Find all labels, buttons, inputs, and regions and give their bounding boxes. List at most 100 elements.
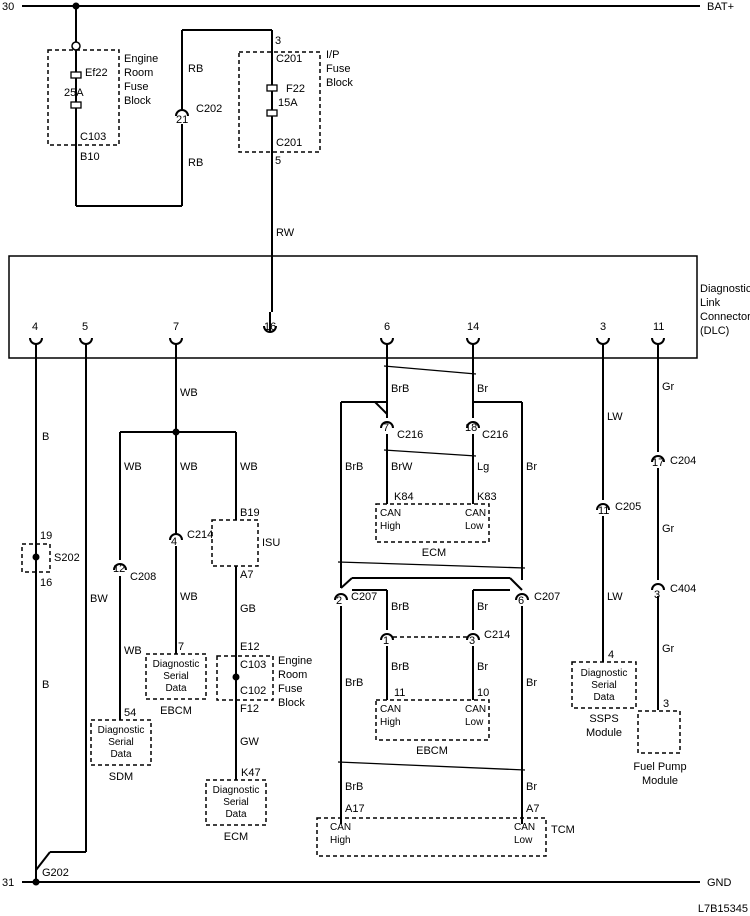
ssps-data-2: Serial: [591, 680, 617, 691]
dlc-pin-4: 4: [29, 321, 43, 345]
ebcm-can-high-2: High: [380, 717, 401, 728]
dlc-pin-16: 16: [263, 312, 277, 333]
ecm-can-high-2: High: [380, 521, 401, 532]
connector-c102: C102: [240, 685, 266, 697]
sdm-data-3: Data: [110, 749, 132, 760]
dlc-title-2: Link: [700, 297, 721, 309]
module-ebcm-left: EBCM: [160, 705, 192, 717]
pin-6-c207: 6: [518, 595, 524, 607]
ecm-can-low-2: Low: [465, 521, 484, 532]
pin-3-c214: 3: [469, 635, 475, 647]
engine-fuse-block-title-2: Room: [124, 67, 153, 79]
wire-wb-ebcm: WB: [180, 591, 198, 603]
module-ssps-2: Module: [586, 727, 622, 739]
ebcm-branch: 4 C214 WB 7 Diagnostic Serial Data EBCM: [145, 529, 213, 717]
connector-c207-left: C207: [351, 591, 377, 603]
connector-c103: C103: [240, 659, 266, 671]
pin-11-ebcm: 11: [394, 687, 405, 699]
connector-c201-top: C201: [276, 53, 302, 65]
fuse-f22-label: F22: [286, 83, 305, 95]
connector-c404: C404: [670, 583, 696, 595]
pin-a17: A17: [345, 803, 365, 815]
tcm-can-low-2: Low: [514, 835, 533, 846]
pin-a7-isu: A7: [240, 569, 253, 581]
dlc-pin-11: 11: [651, 321, 665, 345]
ip-fuse-block: 3 C201 F22 15A C201 5 I/P Fuse Block RW: [238, 30, 353, 312]
connector-c207-right: C207: [534, 591, 560, 603]
dlc-title-3: Connector: [700, 311, 750, 323]
ebcm-data-3: Data: [165, 683, 187, 694]
pin-12: 12: [113, 563, 125, 575]
module-ssps-1: SSPS: [589, 713, 618, 725]
ssps-data-3: Data: [593, 692, 615, 703]
wire-wb-main: WB: [180, 387, 198, 399]
wire-b-lower: B: [42, 679, 49, 691]
module-ecm-upper: ECM: [422, 547, 446, 559]
pin-k83: K83: [477, 491, 497, 503]
wire-brb-tcm: BrB: [345, 781, 363, 793]
module-isu: ISU: [262, 537, 280, 549]
dlc-pin-3: 3: [596, 321, 610, 345]
dlc: Diagnostic Link Connector (DLC) 4 5 7 16…: [8, 255, 750, 359]
svg-text:6: 6: [384, 321, 390, 333]
pin-54: 54: [124, 707, 136, 719]
module-fuel-pump-2: Module: [642, 775, 678, 787]
wire-gr-lower: Gr: [662, 643, 675, 655]
wire-br-inner: Br: [477, 601, 488, 613]
pin-18-c216: 18: [465, 422, 477, 434]
svg-text:3: 3: [600, 321, 606, 333]
gnd-rail: 31 GND: [2, 877, 732, 889]
module-fuel-pump-1: Fuel Pump: [633, 761, 686, 773]
pin-19: 19: [40, 530, 52, 542]
ebcm-data-2: Serial: [163, 671, 189, 682]
wire-rw: RW: [276, 227, 295, 239]
engine-room-fuse-label-1: Engine: [278, 655, 312, 667]
fuse-ef22-rating: 25A: [64, 87, 84, 99]
pin-16-s202: 16: [40, 577, 52, 589]
wire-gr-upper: Gr: [662, 381, 675, 393]
engine-fuse-block-title-1: Engine: [124, 53, 158, 65]
dlc-pin-14: 14: [466, 321, 480, 345]
ebcm-data-1: Diagnostic: [153, 659, 200, 670]
wire-brw: BrW: [391, 461, 413, 473]
fuse-f22-rating: 15A: [278, 97, 298, 109]
wire-wb-sdm: WB: [124, 645, 142, 657]
ecm-can-high-1: CAN: [380, 508, 401, 519]
ip-fuse-block-title-2: Fuse: [326, 63, 350, 75]
wire-br-ebcm: Br: [477, 661, 488, 673]
wire-gw: GW: [240, 736, 260, 748]
dlc-pin-6: 6: [380, 321, 394, 345]
pin-k47: K47: [241, 767, 261, 779]
wire-brb-outer: BrB: [345, 461, 363, 473]
ip-fuse-block-title-1: I/P: [326, 49, 339, 61]
pin-3-c404: 3: [654, 589, 660, 601]
pin-e12: E12: [240, 641, 260, 653]
pin-2-c207: 2: [336, 595, 342, 607]
wire-rb-bottom: RB: [188, 157, 203, 169]
sdm-data-1: Diagnostic: [98, 725, 145, 736]
wire-br-tcm: Br: [526, 781, 537, 793]
wire-bw: BW: [90, 593, 108, 605]
splice-s202: S202: [54, 552, 80, 564]
wire-brb-inner: BrB: [391, 601, 409, 613]
gnd-rail-number: 31: [2, 877, 14, 889]
ground-g202: G202: [42, 867, 69, 879]
pin-21: 21: [176, 114, 188, 126]
wire-br-outer: Br: [526, 461, 537, 473]
dlc-pin-7: 7: [169, 321, 183, 345]
ground-wire-b: B 19 16 S202 B G202: [21, 344, 80, 886]
pin-4-ssps: 4: [608, 649, 614, 661]
fuel-pump-branch: Gr 17 C204 Gr 3 C404 Gr 3 Fuel Pump Modu…: [633, 344, 696, 787]
connector-c208: C208: [130, 571, 156, 583]
wire-b-upper: B: [42, 431, 49, 443]
rb-wire-c202: RB RB 21 C202: [76, 29, 272, 207]
wire-wb-left: WB: [124, 461, 142, 473]
engine-room-fuse-label-2: Room: [278, 669, 307, 681]
bat-rail-number: 30: [2, 1, 14, 13]
pin-3-fuel-pump: 3: [663, 698, 669, 710]
ebcm-can-low-1: CAN: [465, 704, 486, 715]
wire-brb-mid: BrB: [345, 677, 363, 689]
bat-rail-label: BAT+: [707, 1, 734, 13]
engine-fuse-block-title-3: Fuse: [124, 81, 148, 93]
